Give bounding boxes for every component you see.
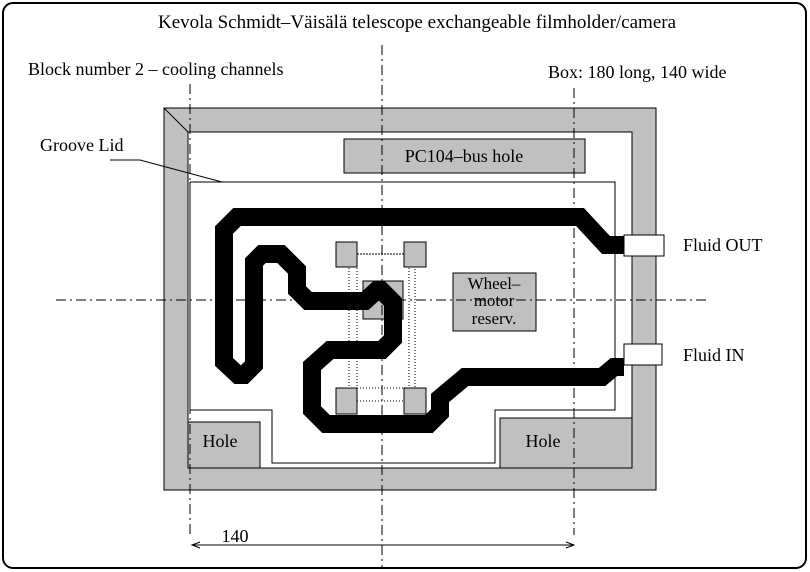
cooling-channel (215, 208, 624, 433)
fluid-in-label: Fluid IN (683, 345, 745, 365)
groove-lid-label: Groove Lid (40, 135, 123, 155)
fluid-out-port (623, 234, 665, 257)
mount-pad-top-left (335, 241, 358, 268)
mount-pad-bottom-right (403, 387, 427, 415)
wheel-motor-line-3: reserv. (472, 309, 517, 328)
pc104-bus-hole (343, 138, 586, 174)
block-label: Block number 2 – cooling channels (28, 59, 283, 79)
groove-lid-outline (189, 181, 616, 464)
hole-right-label: Hole (526, 431, 561, 451)
box-label: Box: 180 long, 140 wide (548, 62, 727, 82)
mount-pad-top-right (403, 241, 427, 268)
dimension-label: 140 (222, 526, 249, 546)
hole-right (499, 417, 633, 469)
wheel-motor-line-1: Wheel– (468, 274, 521, 293)
fluid-in-port (623, 343, 663, 366)
hole-left-label: Hole (203, 431, 238, 451)
diagram-title: Kevola Schmidt–Väisälä telescope exchang… (158, 12, 677, 33)
pc104-label: PC104–bus hole (405, 146, 524, 166)
fluid-out-label: Fluid OUT (683, 235, 763, 255)
wheel-motor-reserve (452, 272, 537, 332)
dimension-arrow-right (565, 541, 576, 549)
mount-pad-bottom-left (335, 387, 358, 415)
hole-left (187, 421, 261, 469)
dimension-arrow-left (190, 541, 201, 549)
box-corner-line (163, 107, 189, 133)
wheel-motor-line-2: motor (474, 291, 515, 310)
groove-lid-leader (110, 159, 223, 183)
